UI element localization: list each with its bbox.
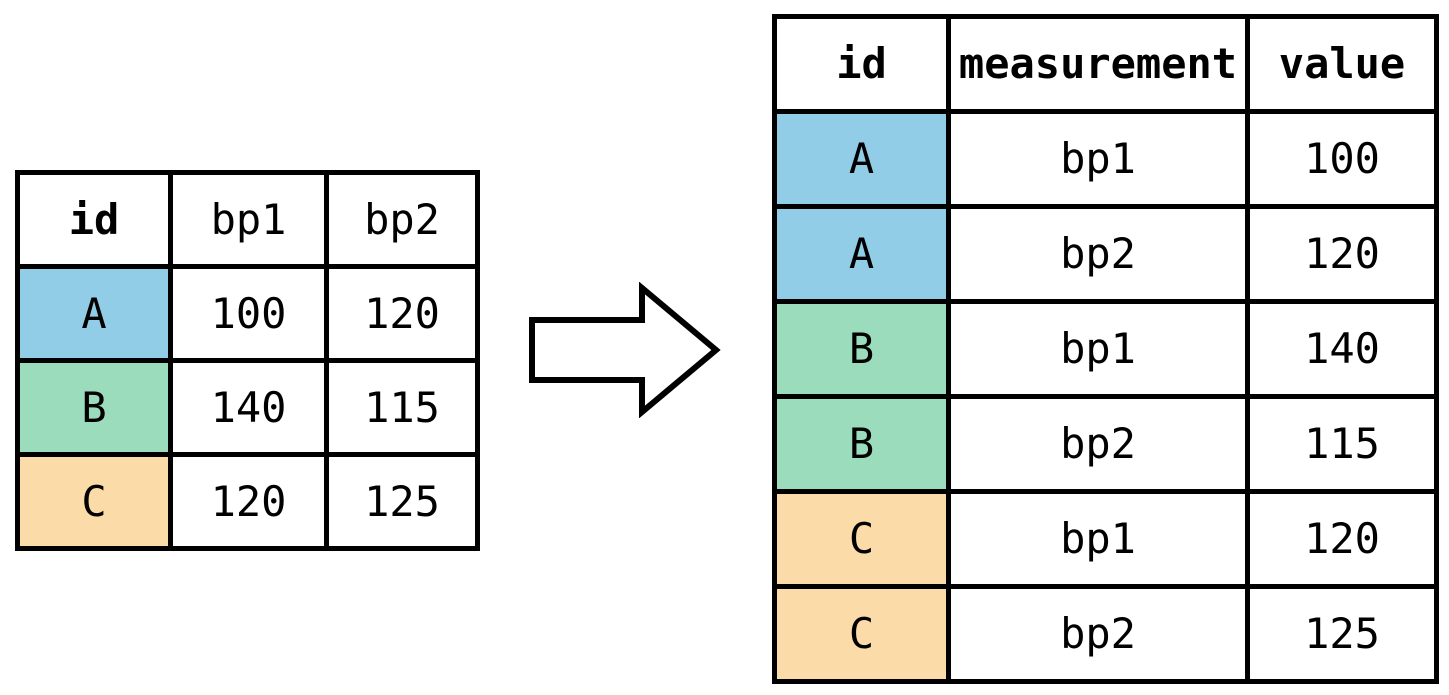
long-cell-meas-1: bp2 bbox=[946, 204, 1250, 304]
wide-cell-bp2-b: 115 bbox=[324, 358, 480, 457]
wide-format-table: id bp1 bp2 A 100 120 B 140 115 C 120 125 bbox=[15, 170, 480, 551]
long-cell-value-4: 120 bbox=[1245, 489, 1439, 589]
wide-cell-id-a: A bbox=[15, 264, 173, 363]
table-row: C bp1 120 bbox=[772, 489, 1439, 589]
long-header-id: id bbox=[772, 14, 951, 114]
wide-header-bp2: bp2 bbox=[324, 170, 480, 269]
long-header-value: value bbox=[1245, 14, 1439, 114]
transformation-arrow-icon bbox=[529, 282, 721, 418]
long-format-table: id measurement value A bp1 100 A bp2 120… bbox=[772, 14, 1439, 684]
long-cell-value-5: 125 bbox=[1245, 584, 1439, 684]
table-header-row: id measurement value bbox=[772, 14, 1439, 114]
long-header-measurement: measurement bbox=[946, 14, 1250, 114]
long-cell-value-2: 140 bbox=[1245, 299, 1439, 399]
long-cell-meas-4: bp1 bbox=[946, 489, 1250, 589]
wide-header-id: id bbox=[15, 170, 173, 269]
long-cell-id-3: B bbox=[772, 394, 951, 494]
long-cell-value-3: 115 bbox=[1245, 394, 1439, 494]
wide-cell-bp1-c: 120 bbox=[168, 452, 329, 551]
long-cell-id-0: A bbox=[772, 109, 951, 209]
table-row: B bp1 140 bbox=[772, 299, 1439, 399]
long-cell-id-1: A bbox=[772, 204, 951, 304]
long-cell-meas-3: bp2 bbox=[946, 394, 1250, 494]
long-cell-id-5: C bbox=[772, 584, 951, 684]
wide-header-bp1: bp1 bbox=[168, 170, 329, 269]
wide-cell-id-b: B bbox=[15, 358, 173, 457]
long-cell-value-1: 120 bbox=[1245, 204, 1439, 304]
long-cell-value-0: 100 bbox=[1245, 109, 1439, 209]
table-row: A bp2 120 bbox=[772, 204, 1439, 304]
long-cell-id-2: B bbox=[772, 299, 951, 399]
table-row: C bp2 125 bbox=[772, 584, 1439, 684]
table-row: C 120 125 bbox=[15, 452, 480, 551]
wide-cell-bp2-a: 120 bbox=[324, 264, 480, 363]
wide-cell-bp2-c: 125 bbox=[324, 452, 480, 551]
long-cell-meas-0: bp1 bbox=[946, 109, 1250, 209]
wide-cell-bp1-a: 100 bbox=[168, 264, 329, 363]
wide-cell-id-c: C bbox=[15, 452, 173, 551]
long-cell-id-4: C bbox=[772, 489, 951, 589]
long-cell-meas-5: bp2 bbox=[946, 584, 1250, 684]
table-header-row: id bp1 bp2 bbox=[15, 170, 480, 269]
table-row: A bp1 100 bbox=[772, 109, 1439, 209]
wide-cell-bp1-b: 140 bbox=[168, 358, 329, 457]
table-row: B 140 115 bbox=[15, 358, 480, 457]
table-row: A 100 120 bbox=[15, 264, 480, 363]
long-cell-meas-2: bp1 bbox=[946, 299, 1250, 399]
table-row: B bp2 115 bbox=[772, 394, 1439, 494]
